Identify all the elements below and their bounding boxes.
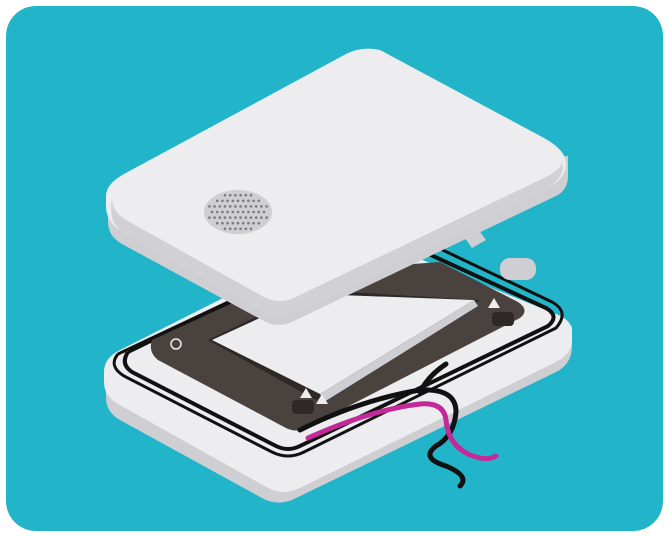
grille-hole (224, 194, 227, 197)
grille-hole (224, 205, 227, 208)
grille-hole (229, 216, 232, 219)
grille-hole (245, 216, 248, 219)
grille-hole (252, 211, 255, 214)
grille-hole (245, 205, 248, 208)
grille-hole (232, 222, 235, 225)
grille-hole (252, 200, 255, 203)
grille-hole (250, 228, 253, 231)
grille-hole (239, 216, 242, 219)
grille-hole (224, 216, 227, 219)
grille-hole (260, 205, 263, 208)
grille-hole (208, 205, 211, 208)
grille-hole (216, 222, 219, 225)
grille-hole (221, 200, 224, 203)
grille-hole (234, 194, 237, 197)
gasket-tab (292, 400, 314, 414)
grille-hole (226, 222, 229, 225)
grille-hole (229, 205, 232, 208)
grille-hole (224, 228, 227, 231)
grille-hole (226, 200, 229, 203)
grille-hole (265, 205, 268, 208)
grille-hole (221, 222, 224, 225)
grille-hole (239, 194, 242, 197)
grille-hole (258, 222, 261, 225)
grille-hole (265, 216, 268, 219)
grille-hole (216, 200, 219, 203)
grille-hole (221, 211, 224, 214)
grille-hole (234, 228, 237, 231)
grille-hole (258, 211, 261, 214)
grille-hole (211, 211, 214, 214)
grille-hole (252, 222, 255, 225)
grille-hole (234, 205, 237, 208)
grille-hole (219, 205, 222, 208)
grille-hole (260, 216, 263, 219)
grille-hole (245, 228, 248, 231)
grille-hole (239, 228, 242, 231)
grille-hole (247, 200, 250, 203)
grille-hole (213, 216, 216, 219)
grille-hole (234, 216, 237, 219)
grille-hole (232, 211, 235, 214)
grille-hole (208, 216, 211, 219)
grille-hole (226, 211, 229, 214)
grille-hole (242, 222, 245, 225)
grille-hole (250, 216, 253, 219)
grille-hole (229, 228, 232, 231)
grille-hole (255, 205, 258, 208)
grille-hole (237, 222, 240, 225)
grille-hole (258, 200, 261, 203)
grille-hole (250, 194, 253, 197)
grille-hole (232, 200, 235, 203)
grille-hole (237, 211, 240, 214)
grille-hole (250, 205, 253, 208)
speaker-grille (204, 190, 272, 234)
grille-hole (237, 200, 240, 203)
grille-hole (247, 222, 250, 225)
base-post (500, 258, 536, 280)
gasket-tab (492, 312, 514, 326)
grille-hole (219, 216, 222, 219)
grille-hole (263, 211, 266, 214)
grille-hole (213, 205, 216, 208)
grille-hole (242, 211, 245, 214)
grille-hole (229, 194, 232, 197)
grille-hole (239, 205, 242, 208)
grille-hole (247, 211, 250, 214)
grille-hole (242, 200, 245, 203)
grille-hole (216, 211, 219, 214)
grille-hole (245, 194, 248, 197)
grille-hole (255, 216, 258, 219)
